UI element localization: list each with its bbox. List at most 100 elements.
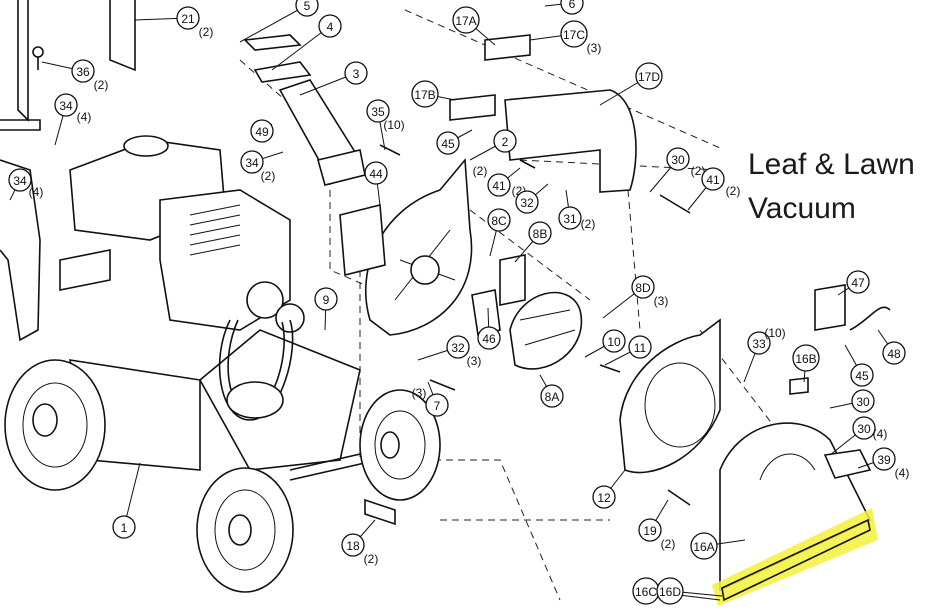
callout-8a: 8A [539, 374, 564, 408]
callout-34: 34(2) [240, 150, 284, 183]
callout-44: 44 [364, 161, 388, 206]
callout-circle [240, 150, 264, 174]
callout-5: 5 [239, 0, 319, 43]
callout-label: 17D [638, 70, 660, 84]
callout-circle [631, 275, 655, 299]
callout-quantity: (2) [691, 164, 706, 178]
callout-8b: 8B [514, 221, 552, 263]
callout-label: 34 [13, 174, 27, 188]
callout-34: 34(4) [8, 168, 43, 201]
callout-circle [71, 59, 95, 83]
callout-circle [846, 270, 870, 294]
callout-16a: 16A [690, 532, 746, 560]
callout-circle [690, 532, 718, 560]
callout-label: 8A [545, 390, 560, 404]
title-line-2: Vacuum [748, 192, 856, 225]
callout-circle [628, 335, 652, 359]
callout-circle [250, 119, 274, 143]
callout-quantity: (10) [383, 118, 404, 132]
callout-label: 34 [59, 99, 73, 113]
callout-quantity: (4) [77, 110, 92, 124]
callout-circle [318, 14, 342, 38]
callout-label: 16C [635, 585, 657, 599]
engine [59, 135, 305, 333]
callout-circle [436, 131, 460, 155]
callout-17d: 17D [599, 62, 663, 106]
callout-11: 11 [604, 335, 652, 366]
blower-housing [339, 34, 637, 336]
callout-circle [528, 221, 552, 245]
callout-circle [852, 416, 876, 440]
hardware [32, 46, 891, 506]
callout-45: 45 [436, 129, 473, 155]
callout-2: 2(2) [469, 129, 517, 178]
callout-label: 45 [855, 369, 869, 383]
callout-47: 47 [837, 270, 870, 296]
callout-33: 33(10) [743, 326, 786, 383]
callout-label: 17C [563, 28, 585, 42]
callout-label: 48 [887, 347, 901, 361]
callout-circle [452, 6, 480, 34]
callout-circle [666, 147, 690, 171]
callout-circle [850, 363, 874, 387]
callout-label: 35 [371, 105, 385, 119]
callout-label: 46 [482, 332, 496, 346]
callout-circle [54, 93, 78, 117]
callout-circle [366, 99, 390, 123]
callout-circle [882, 341, 906, 365]
callout-16c: 16C [632, 577, 721, 605]
callout-quantity: (3) [587, 41, 602, 55]
callout-30: 30(4) [829, 416, 887, 456]
callout-circle [701, 167, 725, 191]
callout-circle [592, 485, 616, 509]
callout-circle [872, 447, 896, 471]
callout-circle [656, 577, 684, 605]
callout-circle [635, 62, 663, 90]
callout-circle [747, 331, 771, 355]
callout-label: 41 [706, 173, 720, 187]
callout-label: 47 [851, 276, 865, 290]
callout-quantity: (4) [895, 466, 910, 480]
callout-label: 30 [671, 153, 685, 167]
callout-17c: 17C(3) [529, 20, 602, 55]
callout-label: 4 [327, 20, 334, 34]
callout-circle [638, 518, 662, 542]
callout-label: 2 [502, 135, 509, 149]
callout-quantity: (2) [726, 184, 741, 198]
callout-quantity: (3) [654, 294, 669, 308]
callout-label: 34 [245, 156, 259, 170]
callout-label: 41 [492, 179, 506, 193]
callout-label: 6 [569, 0, 576, 11]
callout-label: 16A [693, 540, 714, 554]
callout-39: 39(4) [857, 447, 910, 480]
callout-31: 31(2) [558, 189, 595, 231]
callout-label: 12 [597, 491, 611, 505]
callout-circle [8, 168, 32, 192]
callout-label: 49 [255, 125, 269, 139]
callout-label: 16D [659, 585, 681, 599]
callout-circle [112, 515, 136, 539]
callout-41: 41(2) [687, 167, 741, 211]
callout-30: 30 [829, 389, 875, 413]
callout-6: 6 [544, 0, 584, 15]
callout-label: 8B [533, 227, 548, 241]
callout-label: 11 [634, 341, 647, 355]
callout-label: 31 [563, 212, 577, 226]
callout-circle [558, 206, 582, 230]
leader-line [239, 4, 308, 43]
callout-1: 1 [112, 462, 141, 539]
callout-35: 35(10) [366, 99, 405, 151]
callout-circle [792, 344, 820, 372]
callout-label: 44 [369, 167, 383, 181]
callout-circle [487, 208, 511, 232]
housing-plate [619, 318, 721, 474]
leader-line [271, 25, 331, 71]
callout-8d: 8D(3) [602, 275, 669, 319]
handle-frame [0, 0, 136, 342]
wheels [4, 359, 441, 593]
callout-circle [295, 0, 319, 17]
chute-parts [243, 34, 366, 186]
callout-label: 10 [607, 335, 621, 349]
callout-12: 12 [592, 469, 626, 509]
